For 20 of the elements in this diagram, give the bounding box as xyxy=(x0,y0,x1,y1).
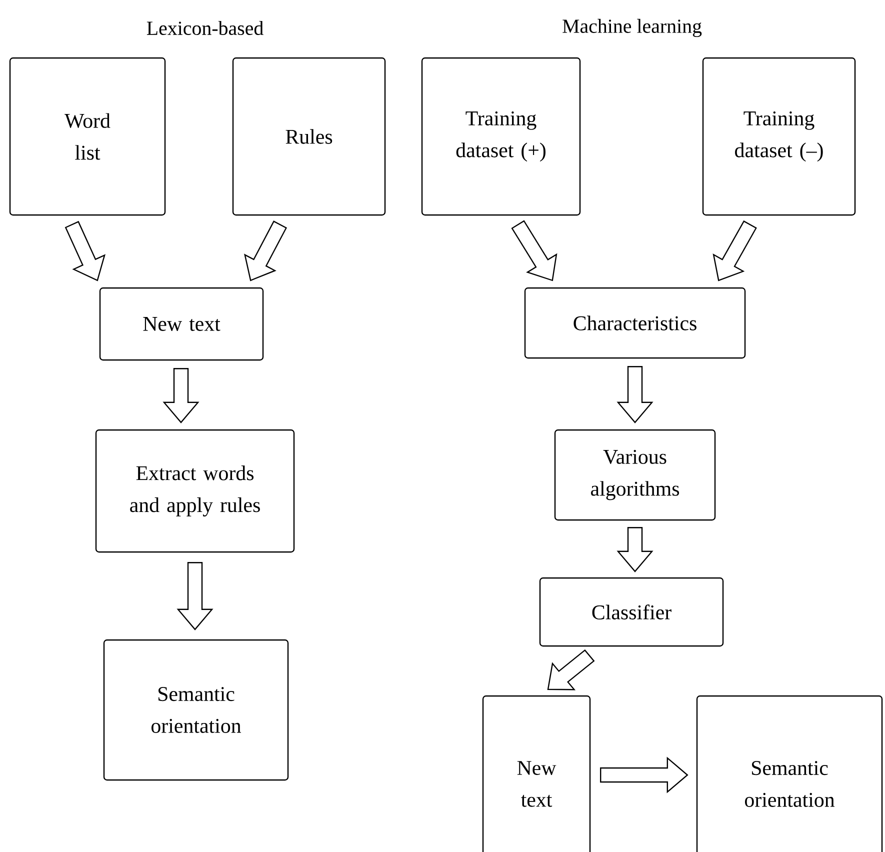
block-arrow xyxy=(511,220,558,282)
block-arrow xyxy=(176,562,214,630)
process-box: New text xyxy=(99,287,264,361)
process-box: Training dataset (+) xyxy=(421,57,581,216)
process-box: Semantic orientation xyxy=(103,639,289,781)
heading: Machine learning xyxy=(562,18,702,38)
process-box: Classifier xyxy=(539,577,724,647)
heading: Lexicon-based xyxy=(146,20,264,35)
process-box: Training dataset (–) xyxy=(702,57,856,216)
block-arrow xyxy=(162,368,200,424)
block-arrow xyxy=(616,527,654,572)
block-arrow xyxy=(600,756,688,794)
process-box: Characteristics xyxy=(524,287,746,359)
process-box: Semantic orientation xyxy=(696,695,883,852)
process-box: Various algorithms xyxy=(554,429,716,521)
process-box: Word list xyxy=(9,57,166,216)
process-box: New text xyxy=(482,695,591,852)
process-box: Rules xyxy=(232,57,386,216)
block-arrow xyxy=(616,366,654,424)
process-box: Extract words and apply rules xyxy=(95,429,295,553)
